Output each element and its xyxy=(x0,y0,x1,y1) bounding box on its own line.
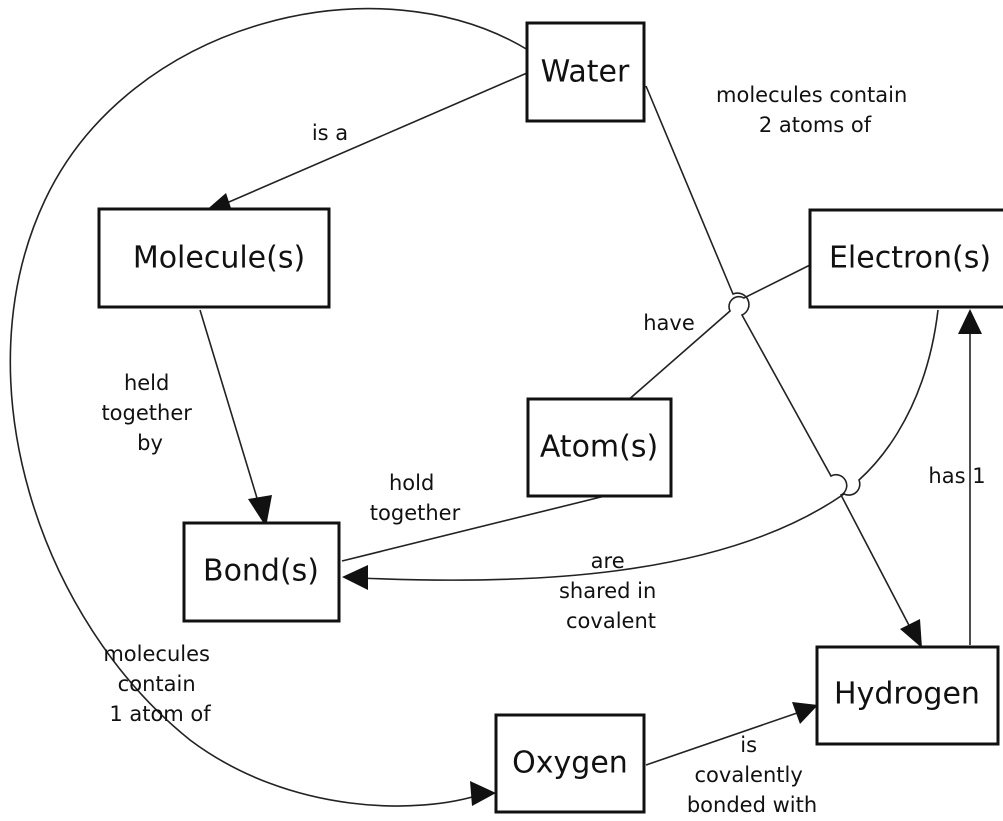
arrowhead-electron xyxy=(958,309,982,334)
edge-molecule-bond xyxy=(199,309,261,509)
node-molecule-label: Molecule(s) xyxy=(133,241,305,276)
label-are-shared-in-covalent: are shared in covalent xyxy=(559,549,663,633)
edge-water-hydrogen xyxy=(645,85,914,634)
arrowhead-hydrogen xyxy=(900,619,922,648)
node-electron-label: Electron(s) xyxy=(829,241,991,276)
edge-water-oxygen xyxy=(9,7,529,807)
edge-atom-bond xyxy=(341,495,606,562)
node-molecule: Molecule(s) xyxy=(97,207,331,309)
label-molecules-contain-2: molecules contain 2 atoms of xyxy=(716,83,914,137)
arrowhead-bond-1 xyxy=(248,495,272,527)
arrowhead-hydrogen-2 xyxy=(792,702,818,724)
edge-electron-bond xyxy=(359,309,939,582)
node-electron: Electron(s) xyxy=(808,208,1003,309)
label-covalently-bonded: is covalently bonded with xyxy=(687,733,817,817)
edge-oxygen-hydrogen xyxy=(645,711,801,766)
node-atom-label: Atom(s) xyxy=(540,430,658,465)
node-oxygen: Oxygen xyxy=(494,713,646,814)
label-held-together-by: held together by xyxy=(101,371,198,455)
node-bond: Bond(s) xyxy=(182,521,341,623)
label-hold-together: hold together xyxy=(370,471,461,525)
node-water: Water xyxy=(525,21,646,123)
node-bond-label: Bond(s) xyxy=(203,554,319,589)
label-has-1: has 1 xyxy=(928,464,985,488)
node-atom: Atom(s) xyxy=(526,397,673,498)
label-molecules-contain-1: molecules contain 1 atom of xyxy=(103,642,216,726)
node-oxygen-label: Oxygen xyxy=(512,746,628,781)
arrowhead-oxygen xyxy=(470,781,496,806)
edge-water-molecule xyxy=(221,72,528,206)
node-hydrogen: Hydrogen xyxy=(815,645,1000,746)
node-water-label: Water xyxy=(541,55,630,90)
arrowhead-bond-2 xyxy=(342,565,368,590)
label-have: have xyxy=(643,311,695,335)
label-is-a: is a xyxy=(312,121,348,145)
edge-atom-electron xyxy=(625,263,813,403)
node-hydrogen-label: Hydrogen xyxy=(834,677,980,712)
